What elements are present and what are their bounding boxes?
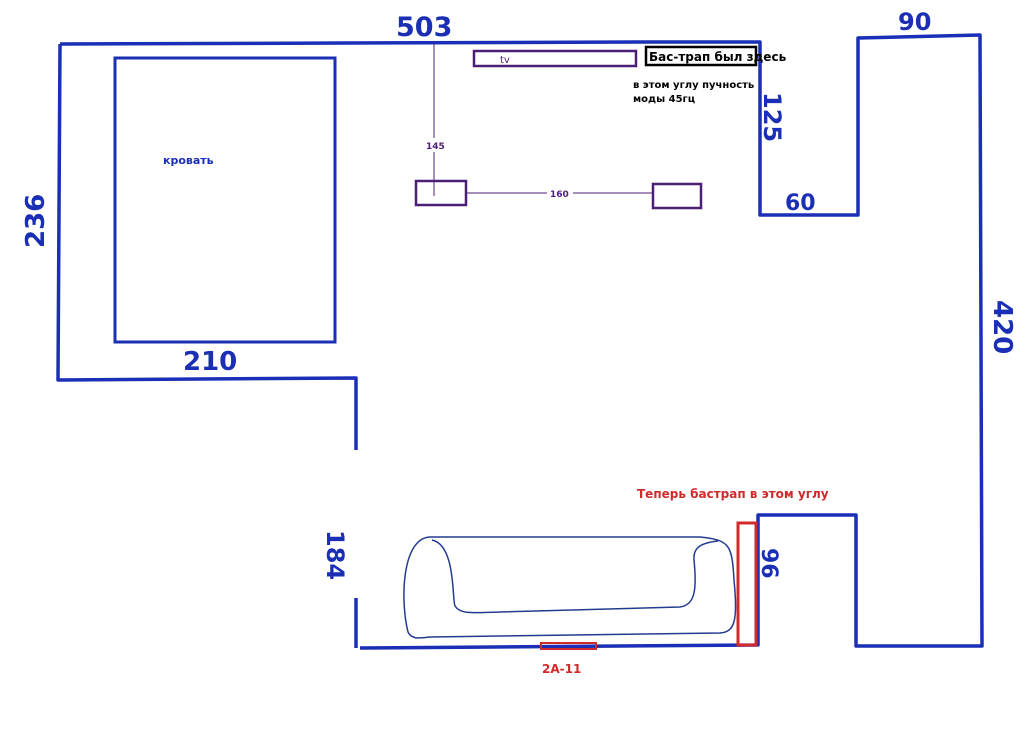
dim-left-wall: 236 — [21, 194, 51, 248]
bed-label: кровать — [163, 154, 214, 167]
dim-notch-bottom: 60 — [785, 191, 816, 216]
speaker-depth-label-bg — [424, 138, 448, 152]
new-bass-trap-label: Теперь бастрап в этом углу — [637, 487, 829, 501]
door-marker — [540, 642, 597, 650]
dim-corner-96: 96 — [756, 548, 781, 579]
speaker-depth-label: 145 — [426, 142, 445, 152]
door-label: 2А-11 — [542, 662, 581, 676]
dim-notch-top: 90 — [898, 8, 931, 36]
bed-rect — [113, 56, 337, 344]
speaker-spacing-label: 160 — [550, 190, 569, 200]
speaker-spacing-label-bg — [547, 186, 573, 200]
speaker-left — [414, 179, 468, 207]
dim-bed-bottom: 210 — [183, 347, 237, 377]
room-walls-left — [56, 43, 358, 450]
speaker-right — [651, 182, 703, 210]
dim-top-wall: 503 — [396, 12, 452, 43]
sofa-inner — [431, 539, 719, 614]
dim-notch-side: 125 — [758, 92, 786, 142]
tv-label: tv — [500, 55, 510, 66]
sofa-outline — [403, 536, 737, 639]
room-walls-main — [59, 33, 984, 650]
tv-rect — [472, 49, 638, 68]
dim-left-lower: 184 — [321, 530, 349, 580]
dim-right-wall: 420 — [987, 300, 1017, 354]
old-bass-trap-box — [644, 45, 758, 67]
old-bass-trap-label: Бас-трап был здесь — [649, 50, 787, 64]
mode-note-line2: моды 45гц — [633, 94, 695, 105]
mode-note-line1: в этом углу пучность — [633, 80, 754, 91]
new-bass-trap — [736, 521, 758, 647]
